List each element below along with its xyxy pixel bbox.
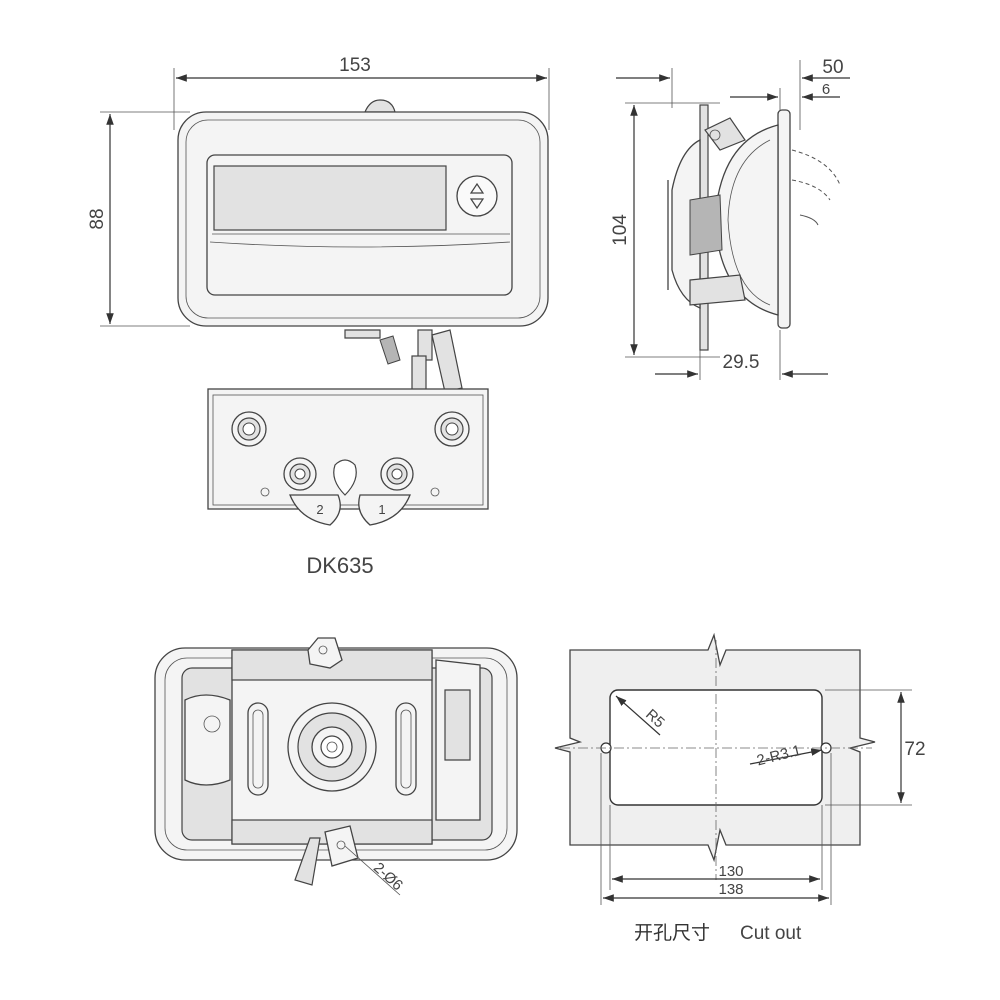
cutout-caption-cn: 开孔尺寸 [634,922,710,944]
front-view: 153 88 [87,55,550,578]
side-view: 50 6 104 29.5 [610,57,850,380]
dim-depth-29-5: 29.5 [723,352,760,373]
cutout-caption-en: Cut out [740,923,802,944]
model-label: DK635 [306,553,373,578]
dim-mount-holes: 2-Ø6 [370,859,406,894]
dim-height-104: 104 [610,214,631,246]
dim-width-153: 153 [339,55,371,76]
dim-cutout-width-138: 138 [718,881,743,898]
cutout-view: R5 2-R3.1 72 130 138 开孔尺寸 Cut out [554,632,926,944]
dim-cutout-width-130: 130 [718,863,743,880]
rotary-latch: 2 1 [207,388,489,526]
latch-mark-1: 1 [378,502,385,517]
dim-cutout-height: 72 [904,739,925,760]
dim-flange-6: 6 [822,81,830,98]
push-button-icon [456,175,498,217]
latch-mark-2: 2 [316,502,323,517]
dim-height-88: 88 [87,208,108,229]
back-view: 2-Ø6 [154,637,518,896]
dim-depth-50: 50 [822,57,843,78]
